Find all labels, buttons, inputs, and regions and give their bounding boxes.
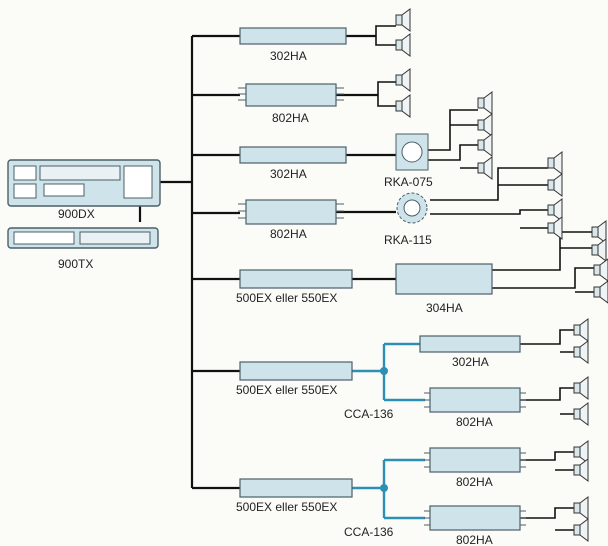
- label-amp-7b: 802HA: [456, 533, 493, 546]
- sub-304ha: [395, 263, 493, 295]
- amp-500ex-6: [239, 361, 353, 381]
- label-rka-075: RKA-075: [384, 175, 433, 189]
- amp-802ha-7a: [424, 447, 526, 473]
- label-amp-1: 302HA: [270, 49, 307, 63]
- label-amp-6: 500EX eller 550EX: [236, 383, 337, 397]
- crossover-junction-2: [380, 484, 388, 492]
- label-amp-7a: 802HA: [456, 475, 493, 489]
- label-amp-6a: 302HA: [452, 355, 489, 369]
- label-900tx: 900TX: [58, 257, 93, 271]
- label-amp-6b: 802HA: [456, 415, 493, 429]
- crossover-junction-1: [380, 367, 388, 375]
- label-amp-7: 500EX eller 550EX: [236, 500, 337, 514]
- head-unit-900dx: [7, 159, 161, 207]
- crossover-wiring: [352, 342, 425, 520]
- amp-500ex-5: [239, 269, 353, 289]
- amp-302ha-3: [239, 146, 347, 164]
- label-amp-4: 802HA: [270, 227, 307, 241]
- wiring: [138, 34, 398, 490]
- rka-115-remote: [396, 192, 428, 224]
- label-amp-2: 802HA: [272, 111, 309, 125]
- amp-500ex-7: [239, 478, 353, 498]
- amp-802ha-4: [238, 199, 344, 225]
- label-cca-136-1: CCA-136: [344, 407, 394, 421]
- amp-802ha-6b: [424, 387, 526, 413]
- label-900dx: 900DX: [58, 207, 95, 221]
- speaker-wiring: [375, 25, 596, 531]
- label-cca-136-2: CCA-136: [344, 525, 394, 539]
- amp-802ha-7b: [424, 505, 526, 531]
- amp-302ha-6a: [419, 335, 521, 353]
- rka-075-remote: [395, 133, 429, 171]
- label-rka-115: RKA-115: [384, 233, 432, 247]
- amp-302ha-1: [239, 27, 347, 45]
- label-amp-5: 500EX eller 550EX: [236, 291, 337, 305]
- label-amp-3: 302HA: [270, 167, 307, 181]
- label-304ha: 304HA: [426, 301, 463, 315]
- amp-802ha-2: [238, 83, 344, 107]
- controller-900tx: [7, 227, 159, 249]
